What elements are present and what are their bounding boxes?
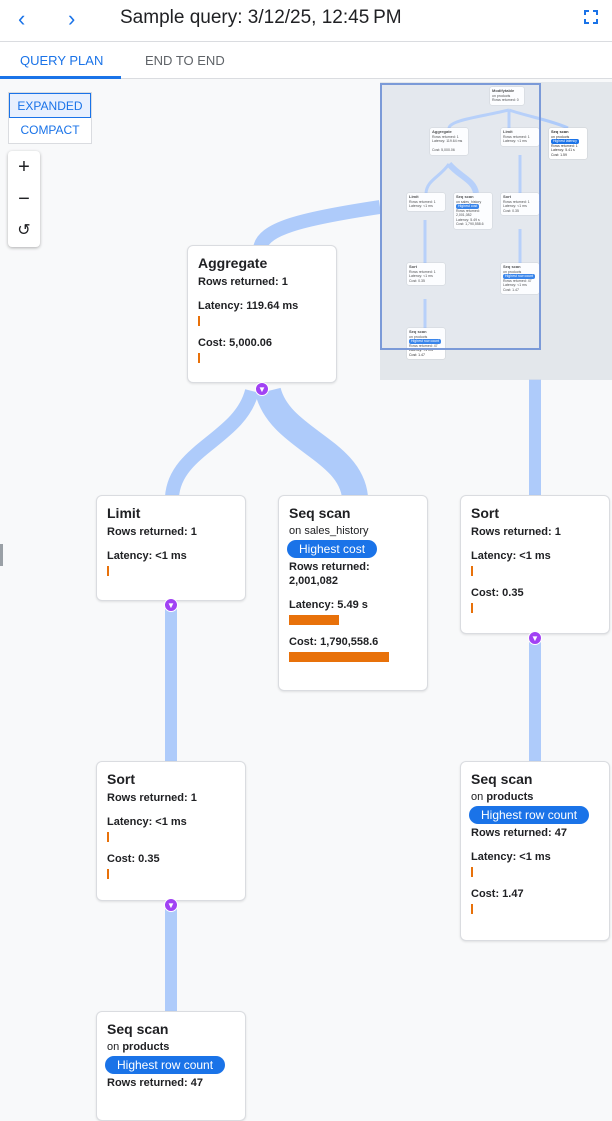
node-title: Sort (107, 771, 135, 787)
cost-bar (198, 353, 200, 363)
highest-cost-badge: Highest cost (287, 540, 378, 558)
left-edge-handle[interactable] (0, 544, 3, 566)
chevron-left-icon[interactable]: ‹ (18, 6, 26, 31)
expand-chevron-icon[interactable]: ▼ (164, 598, 178, 612)
latency-bar (471, 566, 473, 576)
rows-returned-value: 2,001,082 (289, 575, 338, 587)
rows-returned: Rows returned: 47 (107, 1077, 203, 1089)
minimap-viewport[interactable] (380, 83, 541, 350)
expand-chevron-icon[interactable]: ▼ (164, 898, 178, 912)
on-label: on (107, 1041, 120, 1053)
node-title: Seq scan (471, 771, 533, 787)
cost-bar (471, 603, 473, 613)
node-title: Seq scan (107, 1021, 169, 1037)
latency-bar (107, 566, 109, 576)
cost: Cost: 5,000.06 (198, 337, 272, 349)
plan-edges (165, 200, 541, 1011)
rows-returned: Rows returned: 1 (107, 792, 197, 804)
on-label: on (289, 525, 302, 537)
active-tab-indicator (0, 76, 121, 79)
tab-query-plan[interactable]: QUERY PLAN (20, 53, 104, 68)
edge-root-aggregate (253, 200, 382, 251)
table-name: products (122, 1041, 170, 1053)
latency-bar (471, 867, 473, 877)
latency: Latency: <1 ms (471, 550, 551, 562)
cost: Cost: 0.35 (107, 853, 160, 865)
expand-chevron-icon[interactable]: ▼ (528, 631, 542, 645)
latency: Latency: 5.49 s (289, 599, 368, 611)
node-sort-right[interactable]: Sort Rows returned: 1 Latency: <1 ms Cos… (460, 495, 610, 634)
zoom-in-button[interactable]: + (18, 156, 30, 178)
page-title: Sample query: 3/12/25, 12:45 PM (120, 7, 402, 28)
cost-bar (107, 869, 109, 879)
node-title: Sort (471, 505, 499, 521)
view-mode-toggle: EXPANDED COMPACT (8, 92, 92, 144)
node-seq-scan-products-bottom[interactable]: Seq scan on products Highest row count R… (96, 1011, 246, 1121)
node-aggregate[interactable]: Aggregate Rows returned: 1 Latency: 119.… (187, 245, 337, 383)
table-name: sales_history (304, 525, 369, 537)
cost-bar (471, 904, 473, 914)
compact-button[interactable]: COMPACT (20, 123, 80, 137)
latency: Latency: <1 ms (471, 851, 551, 863)
cost: Cost: 1,790,558.6 (289, 636, 379, 648)
cost: Cost: 0.35 (471, 587, 524, 599)
edge-aggregate-limit (165, 388, 259, 499)
fullscreen-icon[interactable] (584, 10, 598, 24)
zoom-out-button[interactable]: − (18, 188, 30, 210)
expanded-button[interactable]: EXPANDED (9, 93, 91, 118)
rows-returned: Rows returned: (289, 561, 370, 573)
rows-returned: Rows returned: 1 (198, 276, 288, 288)
latency-bar (198, 316, 200, 326)
expand-chevron-icon[interactable]: ▼ (255, 382, 269, 396)
highest-row-count-badge: Highest row count (105, 1056, 226, 1074)
node-seq-scan-sales-history[interactable]: Seq scan on sales_history Highest cost R… (278, 495, 428, 691)
rows-returned: Rows returned: 1 (471, 526, 561, 538)
cost-bar (289, 652, 389, 662)
on-label: on (471, 791, 484, 803)
latency: Latency: <1 ms (107, 816, 187, 828)
reset-zoom-button[interactable]: ↺ (17, 222, 31, 239)
header: ‹ › Sample query: 3/12/25, 12:45 PM (0, 0, 612, 42)
node-title: Seq scan (289, 505, 351, 521)
latency-bar (107, 832, 109, 842)
cost: Cost: 1.47 (471, 888, 524, 900)
tab-end-to-end[interactable]: END TO END (145, 53, 225, 68)
node-seq-scan-products-right[interactable]: Seq scan on products Highest row count R… (460, 761, 610, 941)
latency: Latency: <1 ms (107, 550, 187, 562)
rows-returned: Rows returned: 1 (107, 526, 197, 538)
zoom-controls: + − ↺ (8, 151, 40, 247)
query-plan-canvas[interactable]: EXPANDED COMPACT + − ↺ Aggregate Rows re… (0, 79, 612, 1121)
latency-bar (289, 615, 339, 625)
tab-bar: QUERY PLAN END TO END (0, 42, 612, 79)
node-title: Limit (107, 505, 141, 521)
table-name: products (486, 791, 534, 803)
node-sort-left[interactable]: Sort Rows returned: 1 Latency: <1 ms Cos… (96, 761, 246, 901)
rows-returned: Rows returned: 47 (471, 827, 567, 839)
edge-aggregate-seqscan (255, 386, 368, 500)
node-title: Aggregate (198, 255, 268, 271)
latency: Latency: 119.64 ms (198, 300, 299, 312)
node-limit[interactable]: Limit Rows returned: 1 Latency: <1 ms (96, 495, 246, 601)
chevron-right-icon[interactable]: › (68, 6, 76, 31)
highest-row-count-badge: Highest row count (469, 806, 590, 824)
